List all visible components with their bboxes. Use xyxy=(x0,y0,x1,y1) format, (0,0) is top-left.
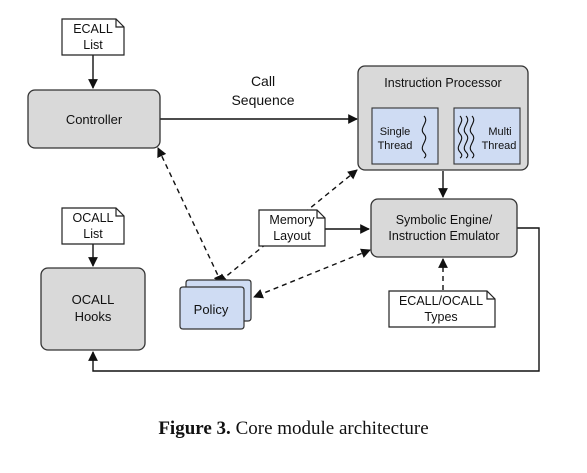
figure-caption-text: Core module architecture xyxy=(235,418,429,439)
ocall-list-node: OCALL List xyxy=(61,207,125,245)
call-sequence-line2: Sequence xyxy=(231,92,294,108)
controller-label: Controller xyxy=(66,112,123,127)
ocall-hooks-line2: Hooks xyxy=(75,309,112,324)
multi-thread-line1: Multi xyxy=(488,126,511,138)
memory-layout-line1: Memory xyxy=(269,213,315,227)
multi-thread-box: Multi Thread xyxy=(453,107,521,165)
single-thread-wave-icon xyxy=(421,115,427,159)
single-thread-line1: Single xyxy=(380,126,411,138)
ecall-list-node: ECALL List xyxy=(61,18,125,56)
symbolic-engine-node: Symbolic Engine/ Instruction Emulator xyxy=(370,198,518,258)
instruction-processor-node: Instruction Processor Single Thread Mult… xyxy=(357,65,529,171)
memory-layout-line2: Layout xyxy=(273,229,311,243)
ocall-list-line1: OCALL xyxy=(73,211,114,225)
policy-label: Policy xyxy=(194,302,229,317)
multi-thread-line2: Thread xyxy=(482,140,517,152)
instruction-processor-label: Instruction Processor xyxy=(384,76,501,90)
figure-caption-label: Figure 3. xyxy=(158,418,231,439)
figure-caption: Figure 3. Core module architecture xyxy=(0,418,587,440)
ocall-hooks-node: OCALL Hooks xyxy=(40,267,146,351)
symbolic-engine-line2: Instruction Emulator xyxy=(388,229,499,243)
edge-controller-policy xyxy=(157,147,223,285)
architecture-diagram: ECALL List Controller Call Sequence Inst… xyxy=(27,18,540,372)
single-thread-box: Single Thread xyxy=(371,107,439,165)
multi-thread-wave-icon-3 xyxy=(469,115,475,159)
ecall-list-line2: List xyxy=(83,38,103,52)
ocall-list-line2: List xyxy=(83,227,103,241)
call-sequence-label: Call Sequence xyxy=(231,73,294,108)
ocall-hooks-line1: OCALL xyxy=(72,292,115,307)
ecall-ocall-types-node: ECALL/OCALL Types xyxy=(388,290,496,328)
ecall-ocall-types-line1: ECALL/OCALL xyxy=(399,294,483,308)
controller-node: Controller xyxy=(27,89,161,149)
multi-thread-wave-icon-2 xyxy=(463,115,469,159)
policy-front-page xyxy=(179,286,245,330)
policy-node: Policy xyxy=(179,279,252,330)
edge-symbolic-engine-to-ocall-hooks xyxy=(88,227,540,372)
symbolic-engine-line1: Symbolic Engine/ xyxy=(396,213,493,227)
memory-layout-node: Memory Layout xyxy=(258,209,326,247)
ecall-list-line1: ECALL xyxy=(73,22,113,36)
edge-processor-policy xyxy=(217,169,358,284)
ecall-ocall-types-line2: Types xyxy=(424,310,457,324)
single-thread-line2: Thread xyxy=(378,140,413,152)
edge-symbolic-engine-policy xyxy=(253,248,371,299)
multi-thread-wave-icon-1 xyxy=(457,115,463,159)
call-sequence-line1: Call xyxy=(251,73,275,89)
